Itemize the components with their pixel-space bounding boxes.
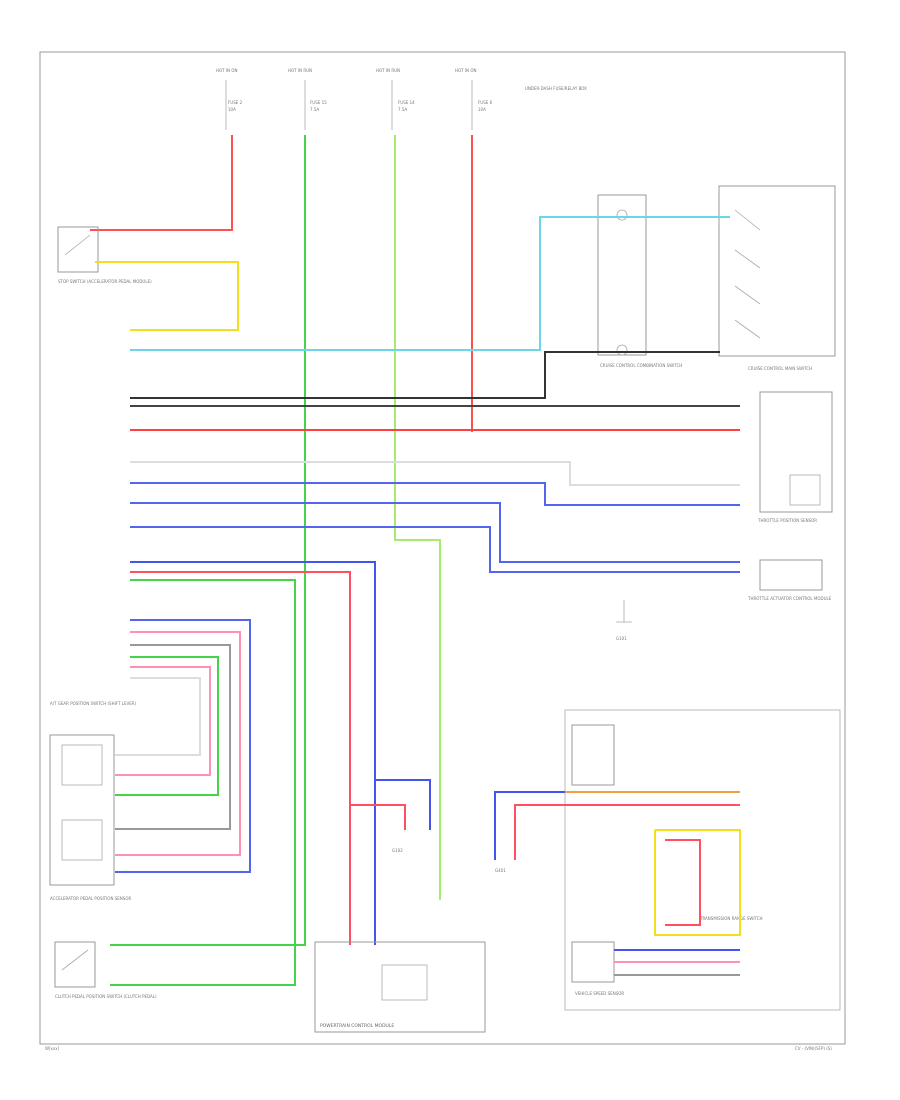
wire-red-trans — [514, 804, 740, 860]
wire-blue-left — [115, 619, 251, 873]
svg-text:HOT IN ON: HOT IN ON — [216, 68, 237, 73]
wire-green-fuse15 — [110, 135, 306, 946]
pcm-box: POWERTRAIN CONTROL MODULE — [314, 941, 486, 1033]
wire-blue-3 — [130, 526, 740, 573]
wire-pink-2 — [115, 666, 211, 776]
wire-red-fuse2 — [90, 135, 233, 231]
wire-pink-1 — [115, 631, 241, 856]
ground-g102: G102 — [392, 848, 403, 853]
fuse-box-label: UNDER-DASH FUSE/RELAY BOX — [525, 86, 587, 91]
wire-blue-2 — [130, 502, 740, 563]
svg-text:ACCELERATOR PEDAL POSITION SEN: ACCELERATOR PEDAL POSITION SENSOR — [50, 896, 131, 901]
svg-text:POWERTRAIN CONTROL MODULE: POWERTRAIN CONTROL MODULE — [320, 1023, 394, 1029]
svg-text:7.5A: 7.5A — [398, 107, 407, 112]
wire-blue-pcm — [130, 561, 376, 945]
wire-green-fuse14 — [394, 135, 441, 900]
wire-gray-1 — [115, 644, 231, 830]
svg-text:CRUISE CONTROL MAIN SWITCH: CRUISE CONTROL MAIN SWITCH — [748, 366, 812, 371]
fuse-3: HOT IN RUN FUSE 14 7.5A — [376, 68, 415, 130]
svg-text:VEHICLE SPEED SENSOR: VEHICLE SPEED SENSOR — [575, 991, 624, 996]
svg-text:G101: G101 — [616, 636, 627, 641]
ground-g401: G401 — [495, 868, 506, 873]
wire-white-2 — [115, 677, 201, 756]
svg-text:HOT IN RUN: HOT IN RUN — [288, 68, 312, 73]
wire-blue-1 — [130, 482, 740, 506]
ground-g101: G101 — [616, 600, 632, 641]
svg-text:FUSE 2: FUSE 2 — [228, 100, 243, 105]
transmission-section: TRANSMISSION RANGE SWITCH VEHICLE SPEED … — [564, 709, 841, 1011]
wire-white-1 — [130, 461, 740, 486]
svg-text:FUSE 14: FUSE 14 — [398, 100, 415, 105]
svg-text:HOT IN RUN: HOT IN RUN — [376, 68, 400, 73]
svg-text:FUSE 15: FUSE 15 — [310, 100, 327, 105]
clutch-pedal-switch: CLUTCH PEDAL POSITION SWITCH (CLUTCH PED… — [54, 941, 157, 999]
svg-text:10A: 10A — [478, 107, 486, 112]
svg-text:7.5A: 7.5A — [310, 107, 319, 112]
combination-switch: CRUISE CONTROL COMBINATION SWITCH — [597, 194, 682, 368]
svg-text:CLUTCH PEDAL POSITION SWITCH (: CLUTCH PEDAL POSITION SWITCH (CLUTCH PED… — [55, 994, 157, 999]
wire-green-left — [115, 656, 219, 796]
footer-right: CV - (VIN)(SFP) (S) — [795, 1046, 832, 1051]
svg-text:TRANSMISSION RANGE SWITCH: TRANSMISSION RANGE SWITCH — [699, 916, 763, 921]
wire-lt-blue — [130, 216, 730, 351]
wire-red-trans2 — [665, 839, 701, 926]
wire-green-pcm — [110, 579, 296, 986]
wire-yellow — [95, 261, 239, 331]
footer-left: W[xxx] — [45, 1046, 60, 1051]
svg-text:HOT IN ON: HOT IN ON — [455, 68, 476, 73]
stop-switch: STOP SWITCH (ACCELERATOR PEDAL MODULE) — [57, 226, 152, 284]
svg-text:STOP SWITCH (ACCELERATOR PEDAL: STOP SWITCH (ACCELERATOR PEDAL MODULE) — [58, 279, 152, 284]
fuse-group: HOT IN ON FUSE 2 10A HOT IN RUN FUSE 15 … — [216, 68, 587, 130]
fuse-1: HOT IN ON FUSE 2 10A — [216, 68, 243, 130]
wire-blue-vss — [375, 779, 431, 830]
wire-blue-trans — [494, 791, 565, 860]
wire-black-1 — [130, 351, 720, 399]
svg-text:CRUISE CONTROL COMBINATION SWI: CRUISE CONTROL COMBINATION SWITCH — [600, 363, 682, 368]
fuse-4: HOT IN ON FUSE 6 10A — [455, 68, 493, 130]
fuse-2: HOT IN RUN FUSE 15 7.5A — [288, 68, 327, 130]
gear-switch-label: A/T GEAR POSITION SWITCH (SHIFT LEVER) — [50, 701, 137, 706]
accelerator-pedal-sensor: ACCELERATOR PEDAL POSITION SENSOR — [49, 734, 131, 901]
throttle-position-sensor: THROTTLE POSITION SENSOR — [757, 391, 833, 523]
svg-text:THROTTLE POSITION SENSOR: THROTTLE POSITION SENSOR — [757, 518, 817, 523]
wire-yellow-trans — [654, 829, 741, 936]
throttle-actuator: THROTTLE ACTUATOR CONTROL MODULE — [747, 559, 832, 601]
svg-text:10A: 10A — [228, 107, 236, 112]
wire-red-pcm — [130, 571, 351, 945]
diagram-frame — [39, 51, 846, 1045]
svg-text:THROTTLE ACTUATOR CONTROL MODU: THROTTLE ACTUATOR CONTROL MODULE — [747, 596, 832, 601]
svg-text:FUSE 6: FUSE 6 — [478, 100, 493, 105]
cruise-main-switch: CRUISE CONTROL MAIN SWITCH — [718, 185, 836, 371]
wire-red-vss — [350, 804, 406, 830]
